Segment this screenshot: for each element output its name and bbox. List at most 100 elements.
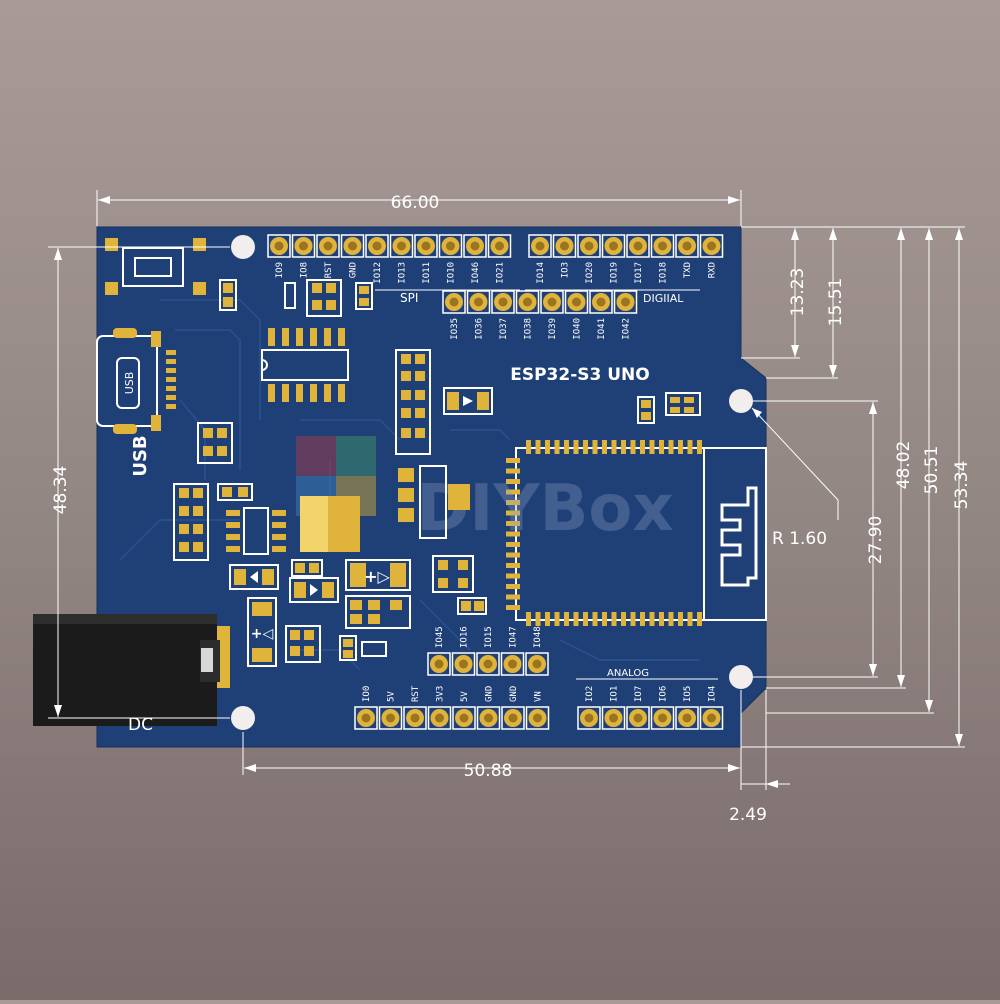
pin-label: 5V (460, 691, 470, 702)
pin-label: IO10 (447, 262, 457, 284)
pin-label: TXD (683, 262, 693, 278)
dim-right-2-label: 15.51 (826, 278, 846, 327)
pin-label: IO15 (484, 626, 494, 648)
dim-edge-offset-label: 2.49 (729, 805, 767, 825)
pin-label: 3V3 (436, 686, 446, 702)
antenna-trace (720, 486, 758, 587)
header-pin: GND (340, 234, 365, 278)
dim-right-1-label: 13.23 (788, 268, 808, 317)
header-pin: IO21 (487, 234, 512, 284)
reset-button (105, 238, 206, 295)
dim-radius-label: R 1.60 (772, 529, 827, 549)
header-pin: TXD (675, 234, 699, 278)
pin-label: VN (534, 691, 544, 702)
pin-label: IO19 (610, 262, 620, 284)
header-pin: IO45 (427, 626, 451, 676)
header-pin: IO4 (699, 686, 724, 730)
pin-label: IO9 (275, 262, 285, 278)
pin-label: IO21 (496, 262, 506, 284)
dim-right-4-label: 48.02 (894, 441, 914, 490)
header-pin: IO17 (626, 234, 650, 284)
dim-right-6-label: 53.34 (952, 461, 972, 510)
dc-label: DC (128, 715, 153, 735)
dim-right: 13.23 15.51 27.90 48.02 50.51 53.34 (741, 226, 972, 748)
pin-label: IO38 (524, 318, 534, 340)
small-caps-usb (197, 422, 233, 464)
small-cap-1 (219, 279, 237, 311)
pin-label: IO20 (585, 262, 595, 284)
pin-label: IO16 (460, 626, 470, 648)
pin-label: IO3 (561, 262, 571, 278)
pin-label: RST (411, 685, 421, 702)
header-pin: IO16 (451, 626, 476, 676)
header-pin: IO19 (601, 234, 626, 284)
pin-label: RST (324, 261, 334, 278)
pin-label: IO36 (475, 318, 485, 340)
svg-text:+▷: +▷ (364, 567, 390, 586)
dim-hole-offset-label: 50.88 (464, 761, 513, 781)
header-pin: RST (316, 234, 340, 278)
pin-label: GND (509, 686, 519, 702)
header-pin: IO9 (267, 234, 291, 278)
led-diode (443, 387, 493, 415)
header-pin: IO0 (354, 686, 378, 730)
pin-label: IO17 (634, 262, 644, 284)
header-pin: IO20 (577, 234, 601, 284)
dim-width: 66.00 (96, 190, 742, 226)
header-pin: GND (501, 686, 525, 730)
pin-label: IO12 (373, 262, 383, 284)
pin-label: IO4 (708, 686, 718, 702)
board-model-label: ESP32-S3 UNO (510, 365, 650, 385)
usb-uart-chip (261, 328, 349, 402)
header-pin: IO18 (650, 234, 675, 284)
pin-label: IO8 (300, 262, 310, 278)
small-caps-right (637, 392, 701, 424)
header-pin: 5V (452, 691, 476, 730)
header-pin: 5V (378, 691, 403, 730)
pin-label: GND (349, 262, 359, 278)
voltage-regulator (300, 465, 470, 552)
pin-label: IO37 (499, 318, 509, 340)
mount-hole-right-upper (729, 389, 753, 413)
header-pin: IO6 (650, 686, 675, 730)
dim-right-3-label: 27.90 (866, 516, 886, 565)
header-pin: RXD (699, 234, 724, 278)
dim-left-height: 48.34 (48, 246, 230, 719)
dc-jack: DC (33, 614, 230, 735)
pin-label: IO41 (597, 318, 607, 340)
digital-label: DIGIIAL (643, 292, 684, 305)
pin-label: IO47 (509, 626, 519, 648)
diodes-row: +▷ +◁ (229, 555, 487, 667)
pin-label: IO39 (548, 318, 558, 340)
pin-label: RXD (708, 262, 718, 278)
small-caps-top (284, 279, 373, 317)
pin-label: IO7 (634, 686, 644, 702)
header-pin: IO41 (589, 290, 613, 340)
mount-hole-right-lower (729, 665, 753, 689)
header-pin: IO10 (438, 234, 463, 284)
header-pin: IO2 (577, 686, 601, 730)
header-pin: IO46 (463, 234, 487, 284)
pin-label: IO5 (683, 686, 693, 702)
header-pin: RST (403, 685, 427, 730)
header-pin: IO13 (389, 234, 414, 284)
pin-label: IO35 (450, 318, 460, 340)
header-pin: IO37 (491, 290, 515, 340)
dim-hole-offset: 50.88 (242, 690, 742, 790)
header-pin: 3V3 (427, 686, 452, 730)
pin-label: IO1 (610, 686, 620, 702)
pin-label: IO18 (659, 262, 669, 284)
header-pin: IO5 (675, 686, 699, 730)
spi-label: SPI (400, 291, 418, 305)
resistor-stack (395, 349, 431, 455)
pin-label: IO2 (585, 686, 595, 702)
dim-left-height-label: 48.34 (51, 466, 71, 515)
header-pin: IO35 (442, 290, 466, 340)
header-pin: GND (476, 686, 501, 730)
pin-label: IO11 (422, 262, 432, 284)
mount-hole-bottom-left (231, 706, 255, 730)
